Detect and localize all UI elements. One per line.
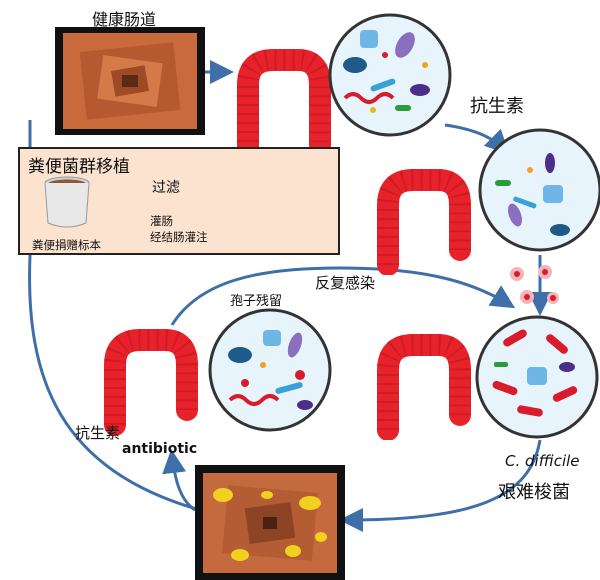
microbiome-antibiotic-circle (478, 128, 600, 252)
label-c-difficile-cn: 艰难梭菌 (498, 482, 570, 503)
colon-healthy (237, 49, 331, 171)
fmt-box: 粪便菌群移植 过滤 灌肠 经结肠灌注 粪便捐赠标本 (18, 147, 340, 255)
infected-gut-image (195, 465, 345, 580)
healthy-gut-image (55, 27, 205, 135)
microbiome-cdiff-circle (475, 315, 599, 439)
fmt-title: 粪便菌群移植 (28, 157, 130, 177)
label-spore-retention: 孢子残留 (230, 294, 283, 309)
flow-arrows (28, 60, 552, 532)
label-antibiotics-top: 抗生素 (470, 96, 524, 117)
fmt-enema-label: 灌肠 (150, 214, 173, 228)
colon-left (104, 329, 198, 435)
fmt-filter-label: 过滤 (152, 180, 180, 196)
microbiome-healthy-circle (328, 13, 452, 137)
arrow-bottom-to-colon (162, 449, 196, 512)
colon-cdiff (377, 334, 471, 440)
arrow-left-loop (28, 254, 201, 512)
arrow-recurrent-infection (170, 266, 516, 326)
donor-cup (44, 176, 90, 228)
fmt-colonoscopy-label: 经结肠灌注 (150, 230, 208, 244)
label-recurrent-infection: 反复感染 (315, 274, 376, 292)
label-antibiotic-en: antibiotic (122, 441, 198, 457)
microbiome-spore-circle (208, 308, 332, 432)
label-antibiotics-left: 抗生素 (75, 424, 121, 442)
fmt-donor-label: 粪便捐赠标本 (32, 238, 101, 252)
arrow-cdiff-to-bottom (339, 439, 542, 532)
spores (510, 265, 559, 304)
label-healthy-gut: 健康肠道 (92, 10, 157, 29)
colon-antibiotic-top (377, 169, 471, 275)
label-c-difficile-en: C. difficile (505, 452, 580, 470)
